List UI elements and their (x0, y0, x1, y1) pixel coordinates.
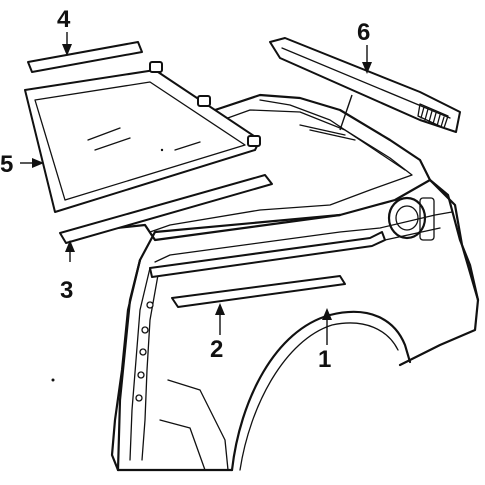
callout-5: 5 (0, 151, 13, 178)
lower-molding (171, 275, 346, 308)
belt-weatherstrip (59, 174, 273, 244)
callout-4: 4 (57, 6, 71, 33)
stray-dot (51, 378, 55, 382)
quarter-panel (110, 178, 480, 472)
belt-molding (149, 231, 386, 278)
roof-rail-molding (269, 37, 461, 133)
callout-3: 3 (60, 277, 73, 304)
callout-1: 1 (318, 346, 331, 373)
stray-dot (160, 148, 164, 152)
callout-6: 6 (357, 19, 370, 46)
callout-2: 2 (210, 336, 223, 363)
leader-lines (20, 32, 372, 345)
upper-glass-trim (27, 41, 143, 73)
quarter-window-glass (24, 61, 261, 213)
